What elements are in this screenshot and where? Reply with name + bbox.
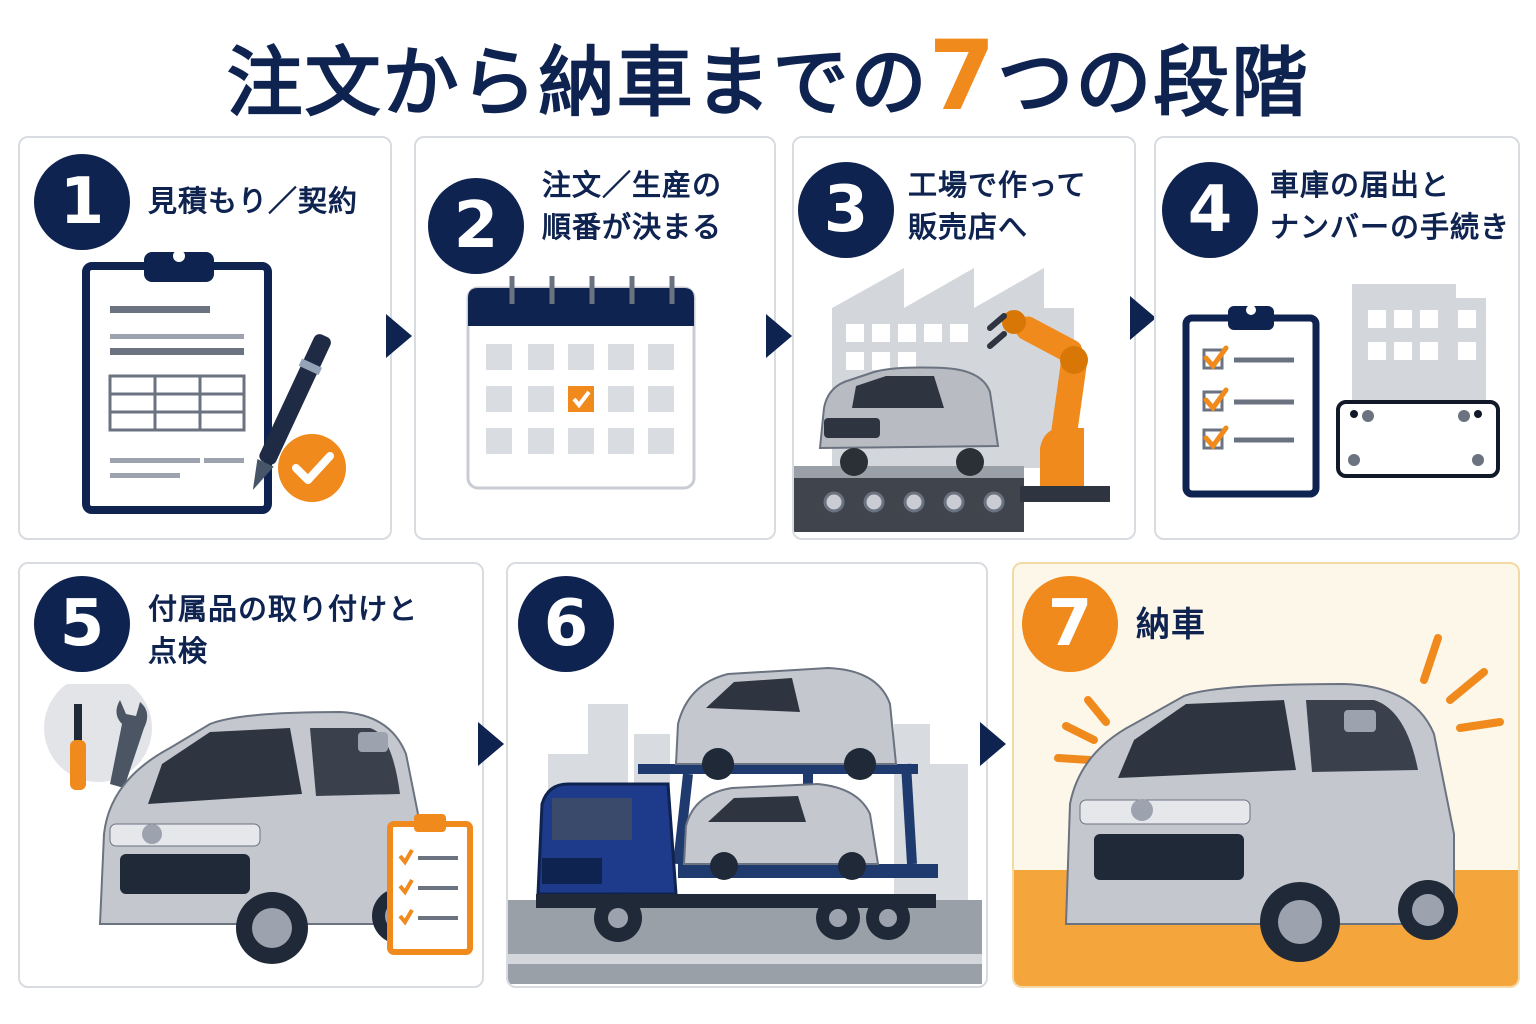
title-number: 7 — [928, 20, 998, 132]
title-main: 注文から納車までの — [226, 38, 929, 127]
factory-robot-icon — [794, 268, 1110, 532]
step-card-4: 4 車庫の届出と ナンバーの手続き — [1154, 136, 1520, 540]
step-card-5: 5 付属品の取り付けと 点検 — [18, 562, 484, 988]
step-label: 見積もり／契約 — [148, 184, 359, 218]
flow-arrow — [1130, 296, 1156, 340]
clipboard-contract-icon — [82, 250, 346, 514]
flow-arrow — [478, 722, 504, 766]
flow-arrow — [386, 314, 412, 358]
step-label: 車庫の届出と ナンバーの手続き — [1270, 168, 1511, 244]
step-card-6: 6 — [506, 562, 988, 988]
step-number-badge: 6 — [518, 576, 614, 672]
step-card-1: 1 見積もり／契約 — [18, 136, 392, 540]
step-card-2: 2 注文／生産の 順番が決まる — [414, 136, 776, 540]
step-card-7: 7 納車 — [1012, 562, 1520, 988]
step-number-badge: 5 — [34, 576, 130, 672]
car-carrier-truck-icon — [508, 666, 982, 984]
step-number-badge: 4 — [1162, 162, 1258, 258]
step-label: 注文／生産の 順番が決まる — [542, 168, 723, 244]
title-suffix: つの段階 — [997, 38, 1310, 127]
flow-arrow — [980, 722, 1006, 766]
step-number-badge: 1 — [34, 154, 130, 250]
car-tools-icon — [44, 684, 473, 964]
step-number-badge: 2 — [428, 178, 524, 274]
step-label: 納車 — [1136, 605, 1206, 645]
flow-arrow — [766, 314, 792, 358]
step-number-badge: 3 — [798, 162, 894, 258]
step-card-3: 3 工場で作って 販売店へ — [792, 136, 1136, 540]
step-number-badge: 7 — [1022, 576, 1118, 672]
step-label: 工場で作って 販売店へ — [908, 168, 1087, 244]
calendar-icon — [466, 276, 696, 490]
page-title: 注文から納車までの7つの段階 — [0, 26, 1536, 133]
checklist-plate-icon — [1182, 284, 1500, 498]
delivered-car-icon — [1014, 634, 1518, 986]
step-label: 付属品の取り付けと 点検 — [148, 592, 419, 668]
